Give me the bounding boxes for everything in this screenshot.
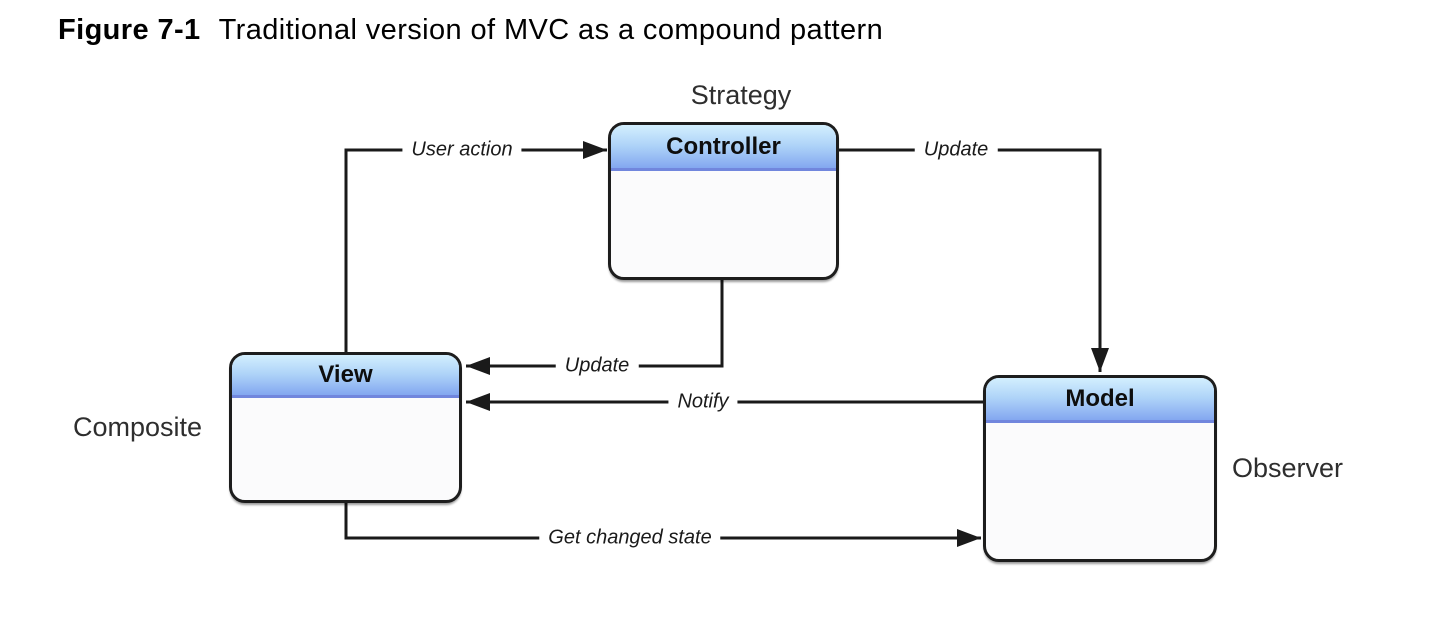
edge-label-user-action: User action <box>402 137 522 163</box>
controller-node-header: Controller <box>611 125 836 171</box>
edge-update-view-line <box>466 280 724 375</box>
figure-number-label: Figure 7-1 <box>58 14 201 46</box>
edge-get-changed-state-line <box>344 503 981 547</box>
model-node-title: Model <box>1065 385 1135 412</box>
edge-label-get-changed-state: Get changed state <box>539 525 721 551</box>
edge-label-update-view: Update <box>555 353 639 379</box>
edge-update-model-line <box>838 148 1109 372</box>
model-node-header: Model <box>986 378 1214 423</box>
observer-pattern-label: Observer <box>1232 453 1344 483</box>
controller-node: Controller <box>608 122 839 280</box>
view-node-title: View <box>318 361 373 388</box>
figure-title-text: Traditional version of MVC as a compound… <box>218 14 884 46</box>
edge-user-action-line <box>344 141 607 352</box>
composite-pattern-label: Composite <box>73 412 203 442</box>
edge-label-update-model: Update <box>914 137 998 163</box>
edge-label-notify: Notify <box>668 389 738 415</box>
controller-node-title: Controller <box>666 132 781 160</box>
figure-title: Figure 7-1 Traditional version of MVC as … <box>58 14 883 47</box>
model-node: Model <box>983 375 1217 562</box>
strategy-pattern-label: Strategy <box>690 80 792 110</box>
view-node: View <box>229 352 462 503</box>
view-node-header: View <box>232 355 459 398</box>
